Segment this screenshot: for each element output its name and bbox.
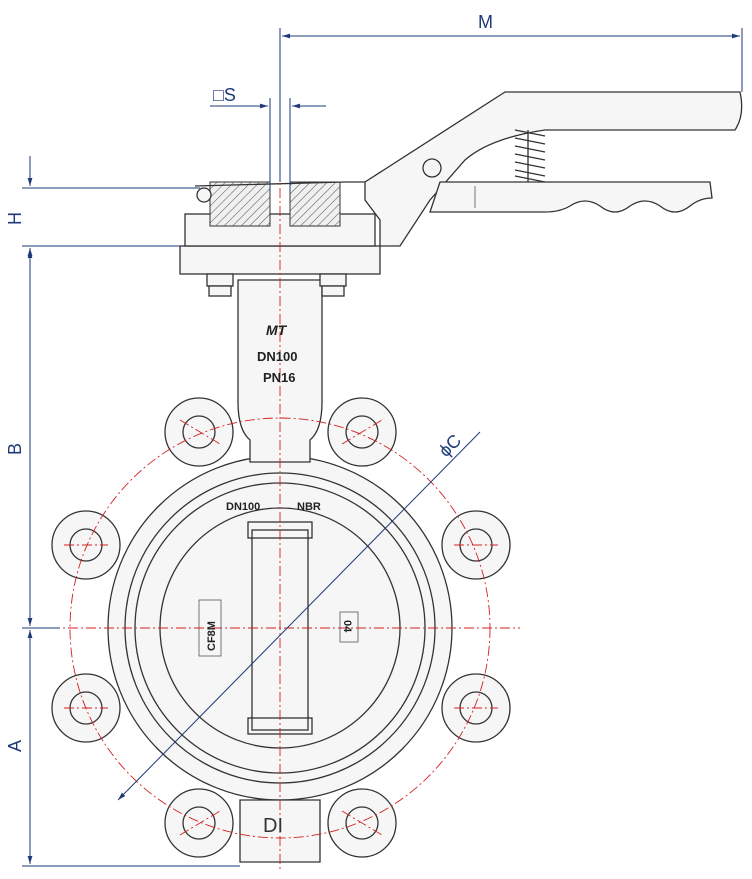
- disc-code-box: [339, 611, 359, 643]
- handle-lever: [364, 91, 743, 247]
- lug-ears: [51, 397, 511, 858]
- top-flange: [179, 181, 381, 297]
- dimension-lines: [22, 28, 743, 867]
- center-lines: [50, 170, 520, 872]
- dim-label-c: ϕC: [435, 430, 465, 460]
- dim-label-di: DI: [263, 815, 283, 837]
- disc-code-mark: 04: [341, 620, 353, 633]
- dim-label-b: B: [5, 443, 25, 455]
- dim-label-a: A: [5, 740, 25, 752]
- ring-material-mark: NBR: [297, 501, 321, 513]
- spring: [514, 129, 546, 183]
- logo-mark: MT: [266, 322, 288, 338]
- ring-size-mark: DN100: [226, 501, 260, 513]
- body-material-mark: CF8M: [206, 621, 218, 651]
- dim-label-m: M: [478, 12, 493, 32]
- pressure-mark: PN16: [263, 370, 296, 385]
- dim-label-h: H: [5, 212, 25, 225]
- size-mark: DN100: [257, 349, 297, 364]
- dim-label-s: □S: [213, 85, 236, 105]
- valve-body: [51, 279, 511, 863]
